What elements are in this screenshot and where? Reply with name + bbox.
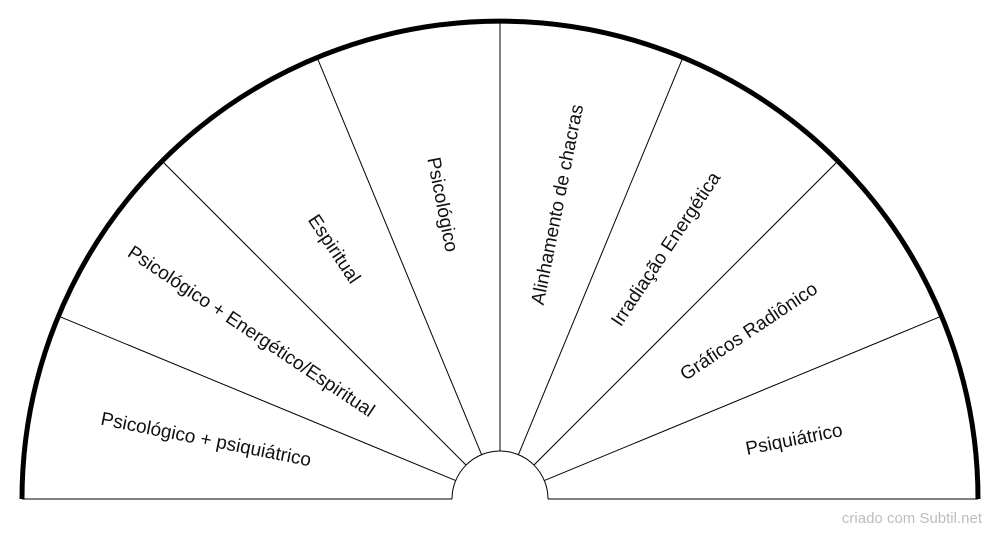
outer-arc — [19, 18, 981, 500]
sector-label-1: Psicológico + psiquiátrico — [99, 409, 313, 471]
center-hub — [451, 450, 549, 500]
sector-divider-1 — [60, 316, 456, 482]
sector-label-5: Alinhamento de chacras — [528, 103, 588, 307]
sector-divider-2 — [163, 162, 467, 466]
sector-label-3: Espiritual — [303, 211, 364, 288]
sector-dividers — [60, 23, 940, 482]
sector-divider-7 — [544, 316, 940, 482]
sector-divider-3 — [317, 59, 483, 455]
sector-divider-6 — [533, 162, 837, 466]
sector-divider-5 — [517, 59, 683, 455]
sector-label-6: Irradiação Energética — [607, 168, 725, 330]
sector-label-8: Psiquiátrico — [744, 420, 844, 460]
credit-text: criado com Subtil.net — [841, 510, 982, 527]
sector-label-7: Gráficos Radiônico — [677, 279, 822, 386]
sector-label-4: Psicológico — [422, 156, 461, 254]
